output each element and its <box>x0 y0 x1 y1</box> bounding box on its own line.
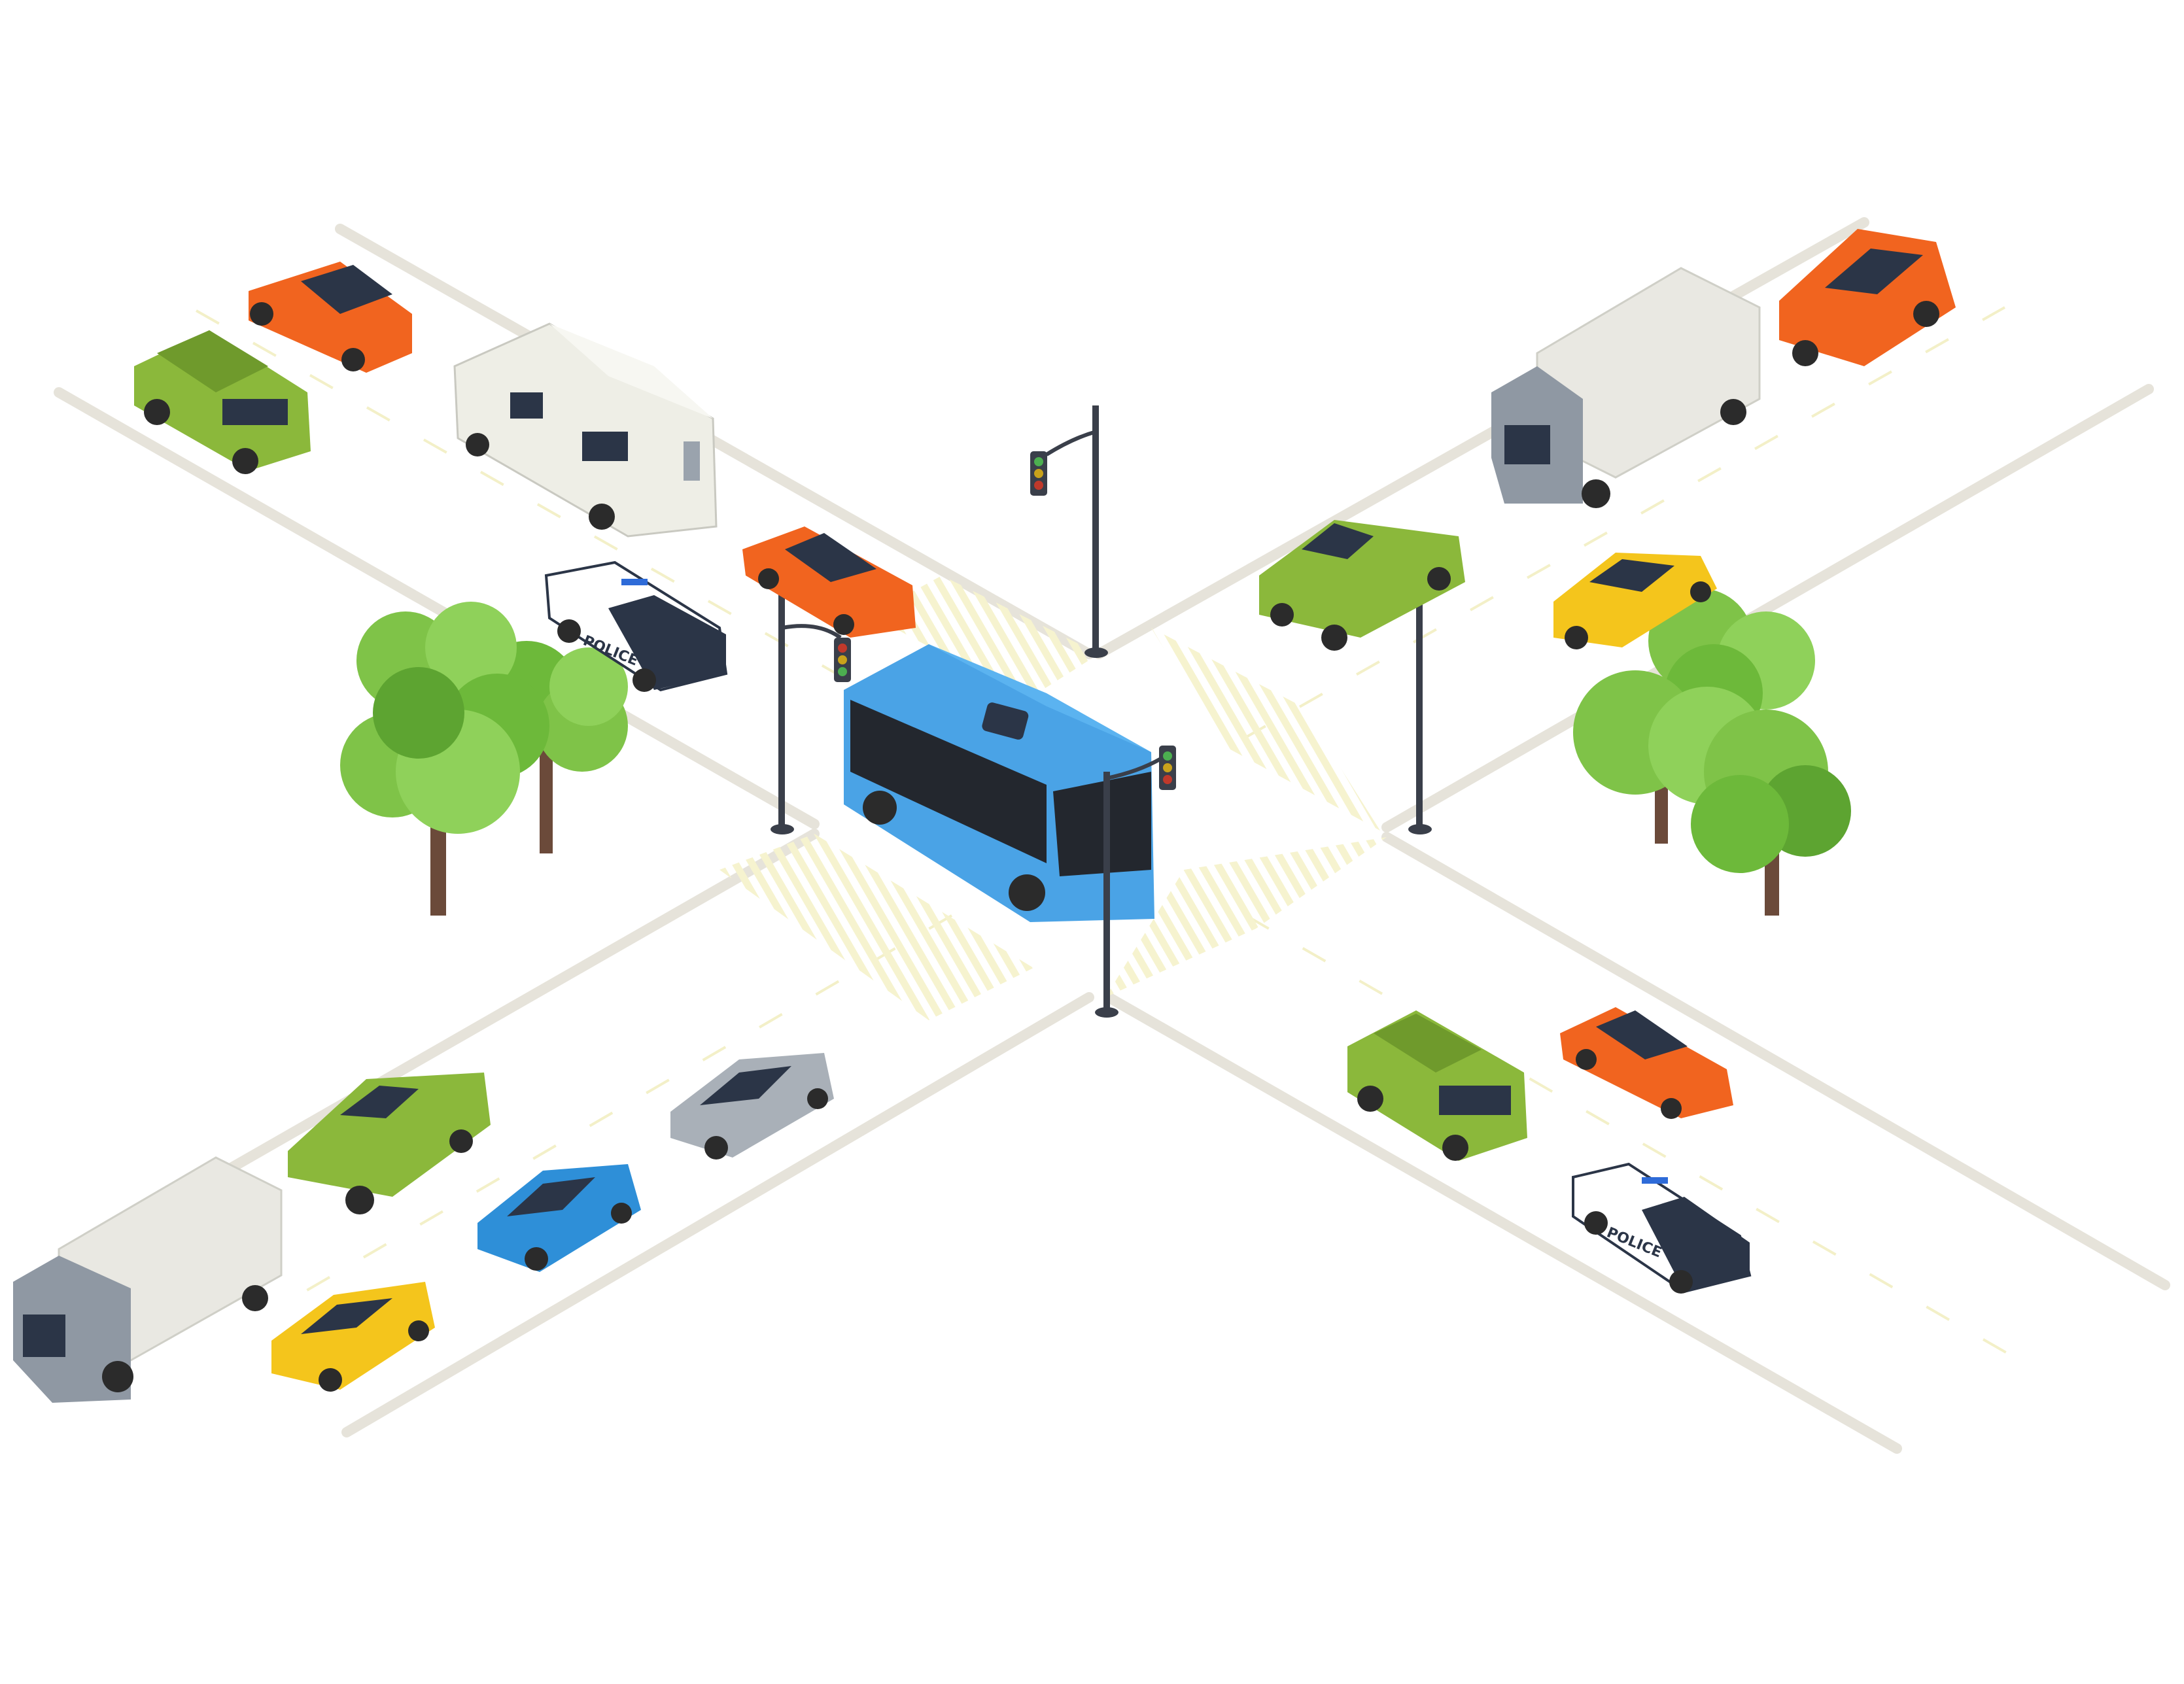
crosswalk-west <box>719 834 1033 1020</box>
crosswalk-north <box>870 576 1099 700</box>
traffic-light-north <box>1030 405 1108 658</box>
ne-yellow-car <box>1553 553 1717 649</box>
tree-left-front <box>340 602 549 916</box>
nw-police: POLICE <box>544 560 728 692</box>
road-curbs <box>54 217 2170 1454</box>
center-orange-car <box>742 526 916 638</box>
nw-orange-car <box>249 262 412 373</box>
tree-right-front <box>1573 670 1851 916</box>
traffic-light-west <box>771 582 851 834</box>
ne-green-pickup <box>1259 520 1465 651</box>
crosswalk-east <box>1151 628 1380 831</box>
lane-markings <box>196 306 2032 1368</box>
center-bus <box>844 644 1154 922</box>
crosswalk-south <box>1105 837 1387 997</box>
nw-green-suv <box>134 330 311 474</box>
sw-gray-car <box>670 1053 834 1160</box>
sw-truck <box>13 1156 283 1403</box>
sw-yellow-car <box>271 1282 435 1392</box>
sw-green-pickup <box>288 1073 491 1214</box>
crosswalks <box>719 576 1387 1020</box>
se-orange-car <box>1560 1007 1733 1119</box>
sw-blue-car <box>477 1164 641 1272</box>
nw-rv <box>453 322 718 538</box>
se-green-suv <box>1347 1010 1527 1161</box>
traffic-light-south <box>1095 746 1176 1018</box>
ne-truck <box>1491 267 1761 508</box>
ne-orange-suv <box>1779 229 1956 366</box>
